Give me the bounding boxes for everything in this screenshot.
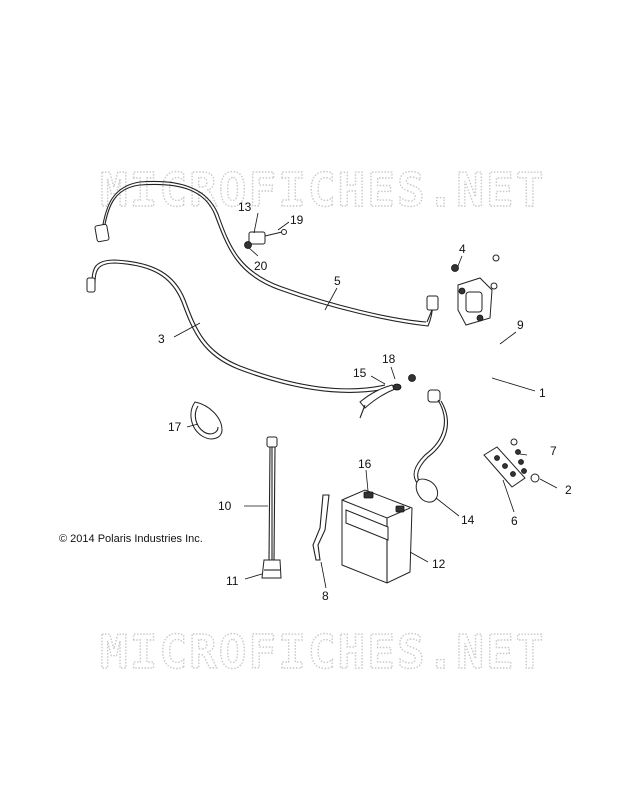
callout-8: 8 [322,589,329,603]
cable-14 [413,389,448,503]
callout-15: 15 [353,366,367,380]
callout-3: 3 [158,332,165,346]
callout-1: 1 [539,386,546,400]
part-13-clamp [244,229,287,249]
watermark-top: MICROFICHES.NET [100,163,545,217]
callout-10: 10 [218,499,232,513]
part-11-bracket-end [261,559,282,579]
callout-18: 18 [382,352,396,366]
part-1-solenoid [457,277,498,326]
callout-2: 2 [565,483,572,497]
part-17-strap [190,401,223,440]
callout-13: 13 [238,200,252,214]
watermark-bottom: MICROFICHES.NET [100,625,545,679]
callout-5: 5 [334,274,341,288]
callout-6: 6 [511,514,518,528]
copyright-text: © 2014 Polaris Industries Inc. [59,533,203,545]
part-6-terminal-block [483,438,526,488]
callout-7: 7 [550,444,557,458]
cable-5 [94,180,439,327]
part-7-nuts [515,449,527,474]
callout-4: 4 [459,242,466,256]
callout-11: 11 [226,574,239,588]
part-9-bolt [492,254,500,262]
part-8-tube [312,494,330,561]
cable-3 [86,259,387,393]
part-18-nut [408,374,416,382]
callout-9: 9 [517,318,524,332]
leader-lines [173,212,558,589]
part-12-battery [341,489,413,584]
callout-12: 12 [432,557,446,571]
callout-16: 16 [358,457,372,471]
callout-19: 19 [290,213,304,227]
callout-20: 20 [254,259,268,273]
part-2-bolt [530,473,540,483]
part-10-bracket [266,436,278,561]
part-15-strap [359,383,402,419]
callout-14: 14 [461,513,475,527]
callout-17: 17 [168,420,182,434]
part-4-nut [451,264,459,272]
